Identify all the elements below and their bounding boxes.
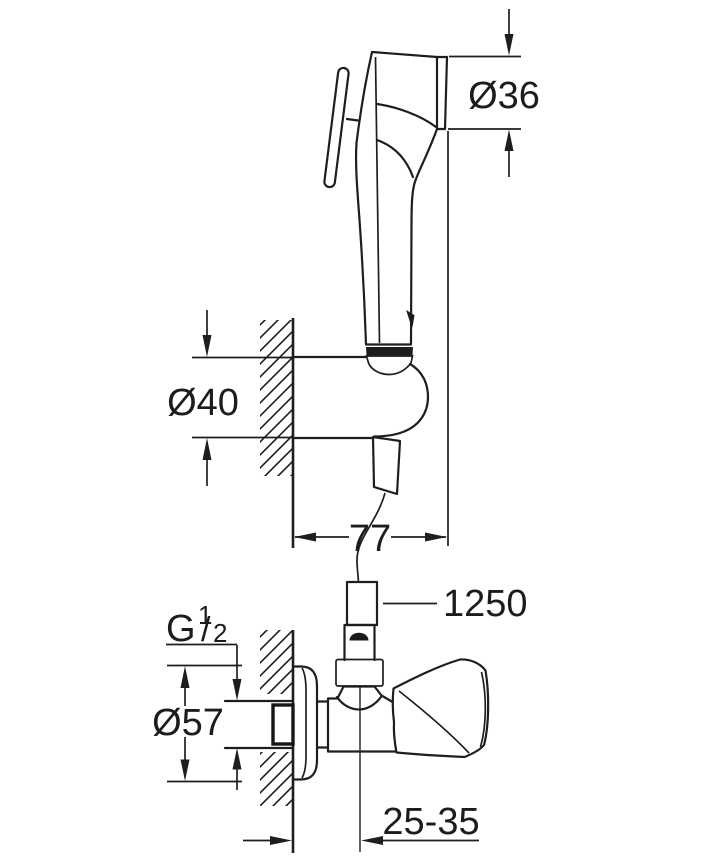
dimension-arrow: [425, 532, 447, 542]
dimension-holder-diameter: Ø40: [167, 310, 294, 486]
valve-handle-facet: [398, 690, 470, 754]
head-transition-line-upper: [375, 102, 438, 129]
head-transition-line-lower: [375, 138, 415, 179]
holder-diameter-label: Ø40: [167, 382, 239, 424]
dimension-arrow: [294, 532, 316, 542]
angle-valve: [223, 580, 490, 853]
valve-handle: [391, 658, 490, 759]
shower-union-nut-band: [366, 347, 413, 356]
wall-hatch-upper: [260, 320, 293, 476]
shower-holder: [291, 355, 430, 496]
thread-denominator-label: 2: [213, 618, 227, 648]
valve-escutcheon-inner: [301, 667, 307, 779]
hose-end-fitting: [345, 580, 379, 627]
dimension-wall-distance: 25-35: [243, 801, 480, 845]
grip-front-line: [374, 56, 381, 344]
shower-spray-face: [435, 55, 449, 131]
holder-knob: [372, 362, 430, 438]
dimension-arrow: [232, 679, 242, 701]
wall-section-upper: [260, 318, 295, 548]
dimension-arrow: [504, 34, 514, 56]
holder-projection-label: 77: [349, 518, 391, 560]
valve-body-collar: [335, 695, 383, 711]
valve-escutcheon: [293, 665, 319, 781]
wall-hatch-lower-top: [260, 630, 293, 694]
thread-letter-label: G: [166, 608, 196, 650]
dimension-hose-length: 1250: [383, 583, 528, 625]
dimension-arrow: [270, 836, 292, 845]
spray-diameter-label: Ø36: [468, 75, 540, 117]
shower-hose: [356, 492, 386, 583]
thread-numerator-label: 1: [198, 600, 212, 630]
trigger-bridge: [345, 117, 360, 122]
valve-body: [326, 685, 399, 753]
thread-socket: [271, 703, 295, 746]
grip-clip-mark: [406, 309, 415, 328]
dimension-arrow: [180, 759, 190, 781]
hand-shower: [323, 50, 449, 376]
hose-length-label: 1250: [443, 583, 528, 625]
dimension-arrow: [361, 836, 383, 845]
escutcheon-diameter-label: Ø57: [152, 702, 224, 744]
holder-hose-outlet: [371, 435, 402, 496]
dimension-arrow: [504, 129, 514, 151]
shower-neck-right-edge: [409, 127, 439, 346]
thread-slash: /: [201, 611, 211, 649]
dimension-spray-diameter: Ø36: [448, 9, 540, 177]
dimension-arrow: [202, 335, 212, 357]
valve-handle-edge: [479, 671, 487, 748]
dimension-arrow: [202, 438, 212, 460]
valve-union-nut: [335, 658, 384, 687]
dimension-escutcheon-diameter: Ø57: [152, 664, 242, 783]
dimension-arrow: [180, 666, 190, 688]
shower-trigger: [323, 66, 350, 189]
wall-section-lower: [260, 630, 293, 806]
dimension-thread-size: G 1 / 2: [166, 600, 242, 790]
dimension-arrow: [232, 748, 242, 770]
connector-marking: [349, 632, 369, 641]
valve-handle-outline: [391, 658, 490, 759]
shower-head-outline: [354, 50, 439, 346]
wall-hatch-lower-bottom: [260, 752, 293, 806]
shower-union-nut-knurl: [365, 355, 414, 376]
hose-connector: [335, 580, 384, 687]
dimension-holder-projection: 77: [294, 131, 449, 560]
connector-sleeve: [343, 623, 376, 662]
wall-distance-label: 25-35: [382, 801, 479, 843]
